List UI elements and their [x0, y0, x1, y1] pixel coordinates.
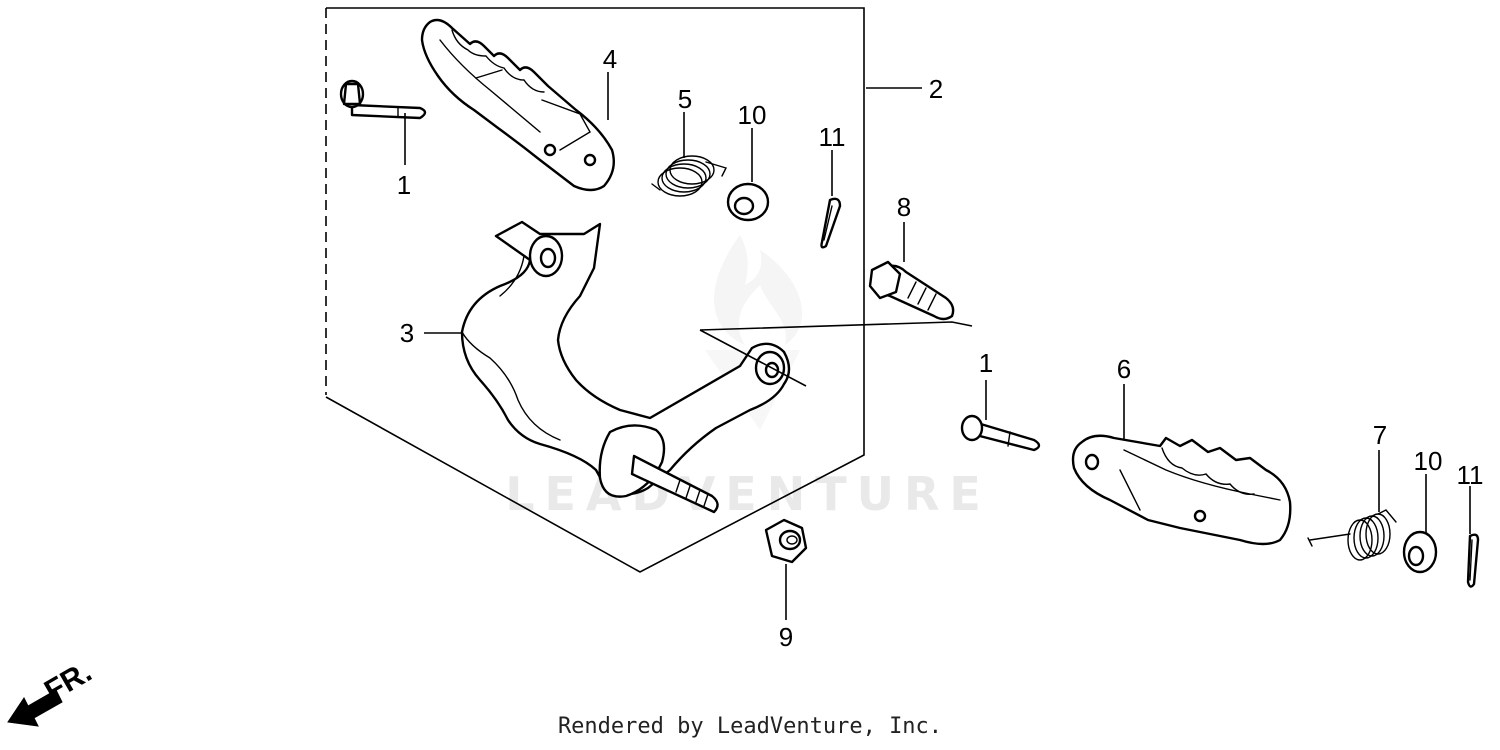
bolt-part-8	[868, 260, 955, 321]
callout-3: 3	[400, 318, 414, 348]
callout-4: 4	[603, 44, 617, 74]
callout-11-upper: 11	[819, 122, 846, 152]
footpeg-part-4	[420, 18, 615, 192]
pin-part-1-left	[339, 79, 427, 120]
washer-part-10-upper	[726, 182, 770, 222]
bracket-part-3	[460, 220, 791, 514]
leader-lines	[404, 72, 1471, 620]
spring-part-5	[651, 155, 727, 197]
cotter-pin-part-11-upper	[820, 197, 842, 249]
watermark-text: LEADVENTURE	[505, 467, 991, 521]
washer-part-10-right	[1402, 530, 1438, 574]
footpeg-part-6	[1071, 434, 1292, 546]
front-direction-arrow-icon	[7, 689, 63, 727]
callout-9: 9	[779, 622, 793, 652]
assembly-outline	[325, 7, 865, 573]
callout-10-upper: 10	[738, 100, 767, 130]
callout-5: 5	[678, 84, 692, 114]
spring-part-7	[1307, 509, 1397, 561]
callout-1-left: 1	[397, 170, 411, 200]
pin-part-1-right	[960, 414, 1041, 452]
footer-credit: Rendered by LeadVenture, Inc.	[557, 714, 943, 739]
callout-6: 6	[1117, 354, 1131, 384]
callout-11-right: 11	[1457, 460, 1484, 490]
callout-10-right: 10	[1414, 446, 1443, 476]
callout-8: 8	[897, 192, 911, 222]
callout-1-right: 1	[979, 348, 993, 378]
cotter-pin-part-11-right	[1466, 533, 1480, 588]
callout-7: 7	[1373, 420, 1387, 450]
callout-2: 2	[929, 74, 943, 104]
nut-part-9	[764, 518, 808, 564]
